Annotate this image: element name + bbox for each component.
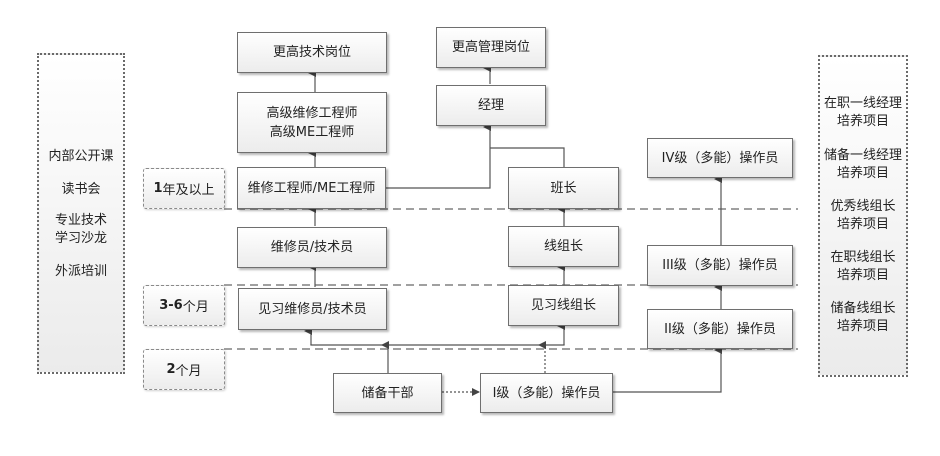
program-incumbent-line-leader: 在职线组长 培养项目	[830, 250, 896, 283]
node-reserve-cadre: 储备干部	[333, 373, 442, 413]
node-team-leader: 班长	[508, 167, 619, 209]
connector-branch-trainees	[310, 344, 565, 346]
training-item-tech-salon: 专业技术 学习沙龙	[54, 213, 107, 246]
program-excellent-line-leader: 优秀线组长 培养项目	[830, 199, 896, 232]
node-trainee-technician: 见习维修员/技术员	[238, 288, 387, 330]
node-senior-engineer: 高级维修工程师 高级ME工程师	[237, 92, 387, 153]
arrow-engineer-to-manager	[386, 123, 491, 189]
training-item-book-club: 读书会	[61, 182, 101, 197]
right-training-panel: 在职一线经理 培养项目 储备一线经理 培养项目 优秀线组长 培养项目 在职线组长…	[818, 55, 908, 377]
training-item-external: 外派培训	[54, 264, 107, 279]
node-higher-technical-position: 更高技术岗位	[237, 32, 387, 73]
node-manager: 经理	[436, 85, 546, 126]
period-number: 3-6	[159, 298, 183, 313]
node-higher-management-position: 更高管理岗位	[436, 27, 546, 68]
period-number: 1	[153, 181, 163, 196]
node-operator-level-3: III级（多能）操作员	[647, 245, 793, 286]
connector-teamleader-to-manager	[490, 147, 565, 167]
node-technician: 维修员/技术员	[237, 227, 387, 268]
node-maintenance-engineer: 维修工程师/ME工程师	[237, 167, 386, 209]
node-operator-level-1: I级（多能）操作员	[480, 373, 613, 413]
period-number: 2	[166, 362, 176, 377]
node-operator-level-4: IV级（多能）操作员	[647, 138, 793, 178]
program-reserve-manager: 储备一线经理 培养项目	[823, 148, 902, 181]
node-trainee-line-leader: 见习线组长	[508, 285, 619, 326]
program-reserve-line-leader: 储备线组长 培养项目	[830, 301, 896, 334]
period-unit: 个月	[182, 300, 209, 315]
program-incumbent-manager: 在职一线经理 培养项目	[823, 96, 902, 129]
node-operator-level-2: II级（多能）操作员	[647, 309, 793, 349]
training-item-open-class: 内部公开课	[48, 149, 114, 164]
node-line-leader: 线组长	[508, 226, 619, 267]
arrow-level1-to-level2	[613, 346, 722, 393]
left-training-panel: 内部公开课 读书会 专业技术 学习沙龙 外派培训	[37, 53, 125, 374]
period-unit: 个月	[175, 364, 202, 379]
period-unit: 年及以上	[162, 183, 215, 198]
